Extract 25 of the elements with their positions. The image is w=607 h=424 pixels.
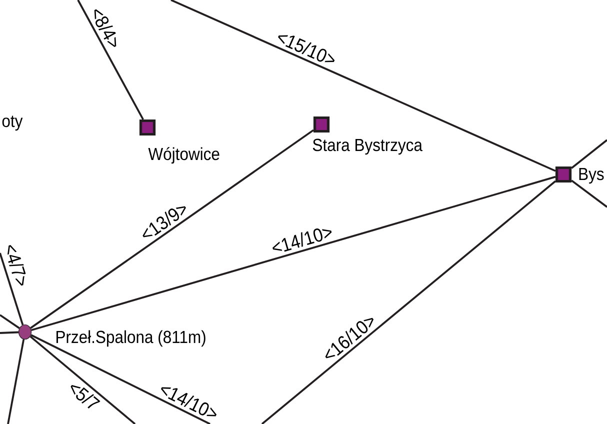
trail-line [570,139,607,169]
trail-line [30,336,136,424]
place-label: Stara Bystrzyca [312,138,422,155]
trail-line [7,339,25,424]
trail-line [0,252,24,326]
trail-line [31,176,556,332]
edge-label: <14/10> [156,380,222,423]
edge-label: <5/7 [65,378,103,414]
place-label: oty [2,116,23,131]
edge-label: <4/7> [2,240,31,290]
trail-line [170,0,556,172]
place-label: Wójtowice [148,147,220,164]
edge-label: <8/4> [88,4,124,52]
edge-label: <13/9> [136,198,192,244]
edge-label: <15/10> [274,28,340,69]
edge-label: <14/10> [268,222,336,256]
trail-line [0,314,20,329]
trail-line [0,331,18,334]
trail-line [30,334,210,424]
trail-line [570,180,607,208]
place-label: Bys [579,168,604,184]
place-label: Przeł.Spalona (811m) [56,330,206,347]
trail-line [77,0,144,120]
trail-line [261,180,556,424]
trail-line [30,129,314,329]
